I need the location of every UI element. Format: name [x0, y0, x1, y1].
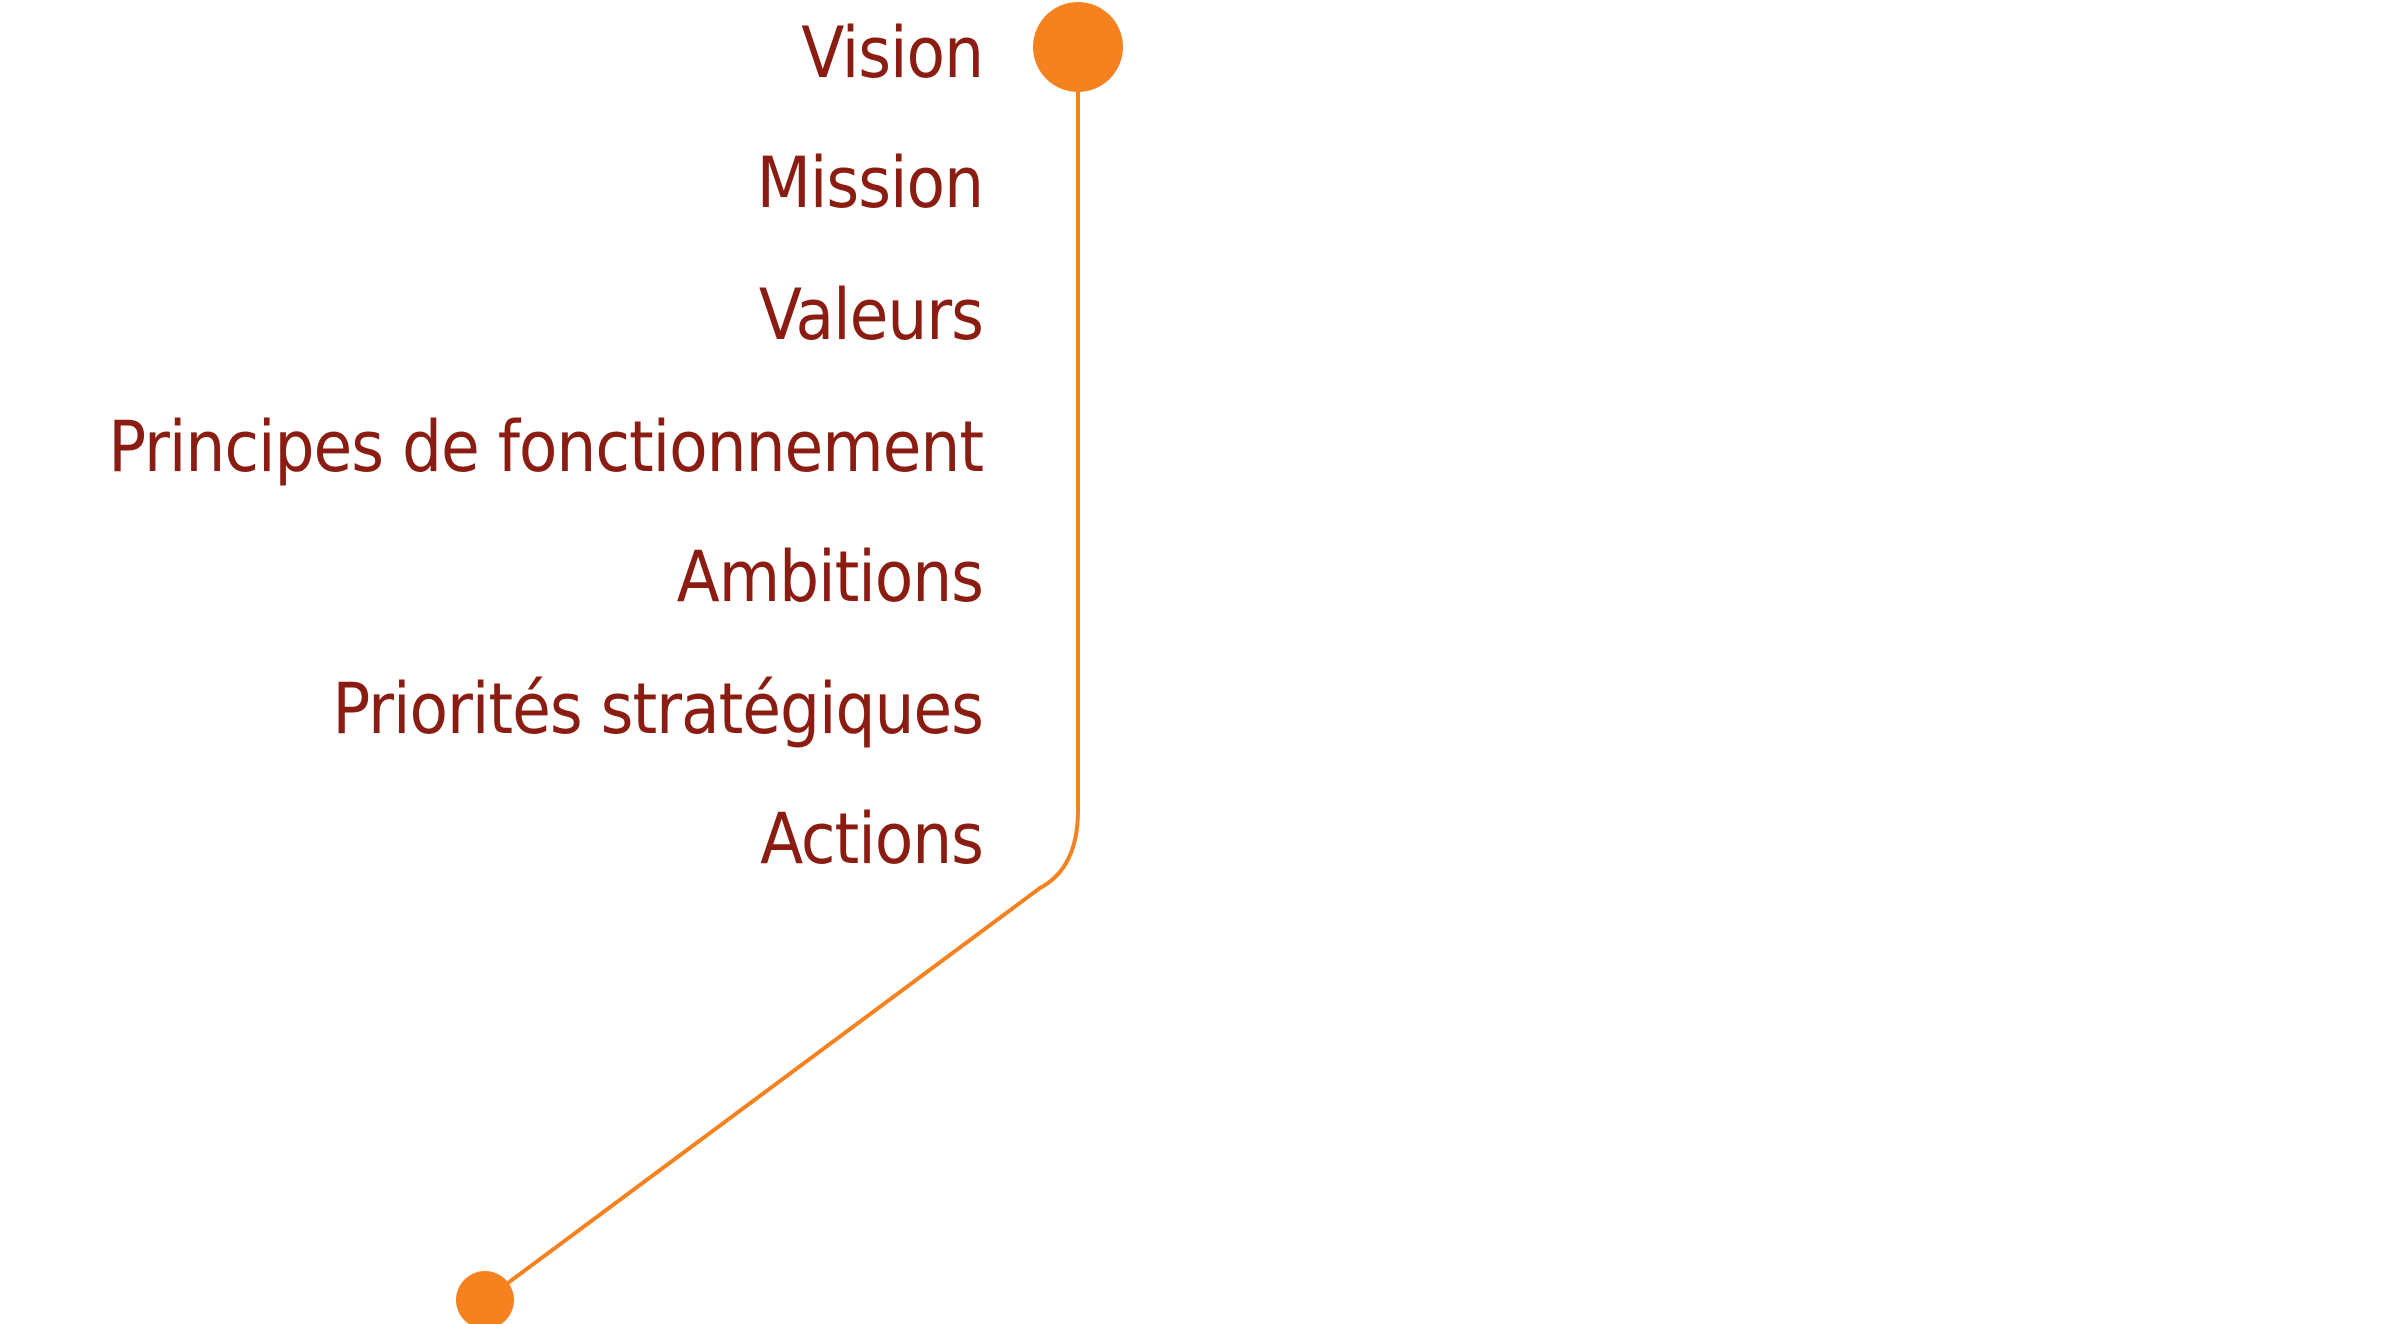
item-valeurs: Valeurs [758, 274, 984, 356]
item-list: Vision Mission Valeurs Principes de fonc… [0, 0, 984, 900]
item-actions: Actions [760, 798, 984, 880]
connector-line [483, 47, 1080, 1302]
top-node-dot [1033, 2, 1123, 92]
item-priorites-strategiques: Priorités stratégiques [332, 668, 984, 750]
bottom-node-dot [456, 1271, 514, 1324]
item-vision: Vision [801, 12, 984, 94]
item-principes-de-fonctionnement: Principes de fonctionnement [108, 406, 984, 488]
item-mission: Mission [756, 142, 984, 224]
item-ambitions: Ambitions [676, 536, 984, 618]
